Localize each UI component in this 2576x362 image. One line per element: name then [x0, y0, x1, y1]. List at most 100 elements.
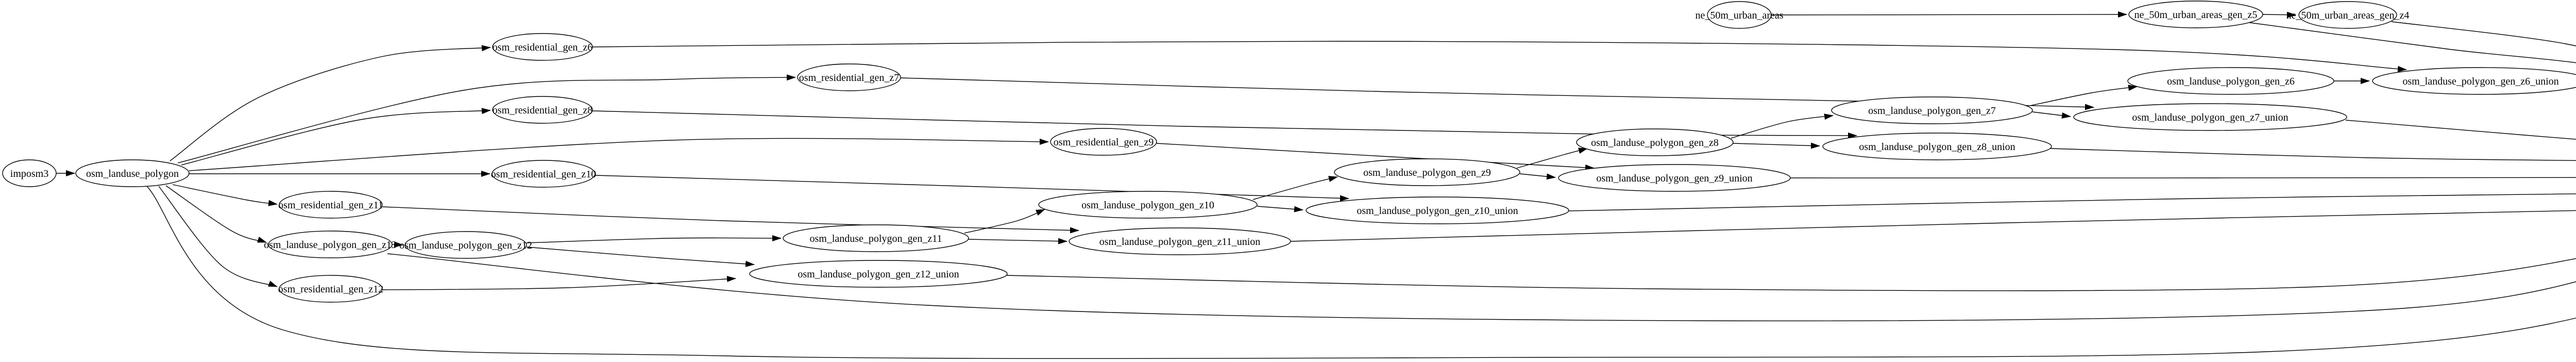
edge-osm_landuse_polygon_gen_z8_union-to-layer_landuse-z8 — [2050, 148, 2576, 161]
node-label-osm_landuse_polygon_gen_z7: osm_landuse_polygon_gen_z7 — [1868, 105, 1996, 117]
node-ellipse-ne_50m_urban_areas_gen_z5 — [2128, 1, 2263, 28]
node-label-ne_50m_urban_areas_gen_z5: ne_50m_urban_areas_gen_z5 — [2134, 9, 2258, 21]
edge-osm_landuse_polygon_gen_z11_union-to-layer_landuse-z11 — [1289, 210, 2576, 242]
node-osm_residential_gen_z9: osm_residential_gen_z9 — [1050, 128, 1157, 156]
node-label-osm_landuse_polygon_gen_z6: osm_landuse_polygon_gen_z6 — [2167, 76, 2295, 87]
edge-osm_landuse_polygon-to-layer_landuse-z14+ — [146, 186, 2576, 359]
edge-osm_landuse_polygon_gen_z10_union-to-layer_landuse-z10 — [1567, 193, 2576, 211]
node-label-ne_50m_urban_areas: ne_50m_urban_areas — [1695, 10, 1783, 21]
node-ellipse-osm_landuse_polygon_gen_z6_union — [2372, 67, 2576, 95]
edge-osm_landuse_polygon_gen_z12_union-to-layer_landuse-z12 — [1006, 258, 2576, 291]
node-osm_landuse_polygon_gen_z10_union: osm_landuse_polygon_gen_z10_union — [1306, 196, 1569, 224]
node-label-osm_residential_gen_z7: osm_residential_gen_z7 — [799, 72, 899, 84]
edge-osm_landuse_polygon-to-osm_residential_gen_z8 — [181, 108, 491, 166]
node-osm_residential_gen_z6: osm_residential_gen_z6 — [492, 33, 593, 61]
edge-osm_landuse_polygon_gen_z7-to-osm_landuse_polygon_gen_z6 — [2029, 85, 2138, 106]
nodes-layer: imposm3 osm_landuse_polygon osm_residentia… — [2, 1, 2576, 303]
node-ellipse-osm_residential_gen_z12 — [279, 275, 383, 303]
node-ellipse-osm_landuse_polygon_gen_z9 — [1334, 158, 1520, 186]
node-label-ne_50m_urban_areas_gen_z4: ne_50m_urban_areas_gen_z4 — [2286, 10, 2410, 21]
node-ne_50m_urban_areas: ne_50m_urban_areas — [1695, 1, 1784, 29]
node-label-osm_residential_gen_z11: osm_residential_gen_z11 — [278, 200, 383, 211]
node-osm_landuse_polygon_gen_z8_union: osm_landuse_polygon_gen_z8_union — [1822, 133, 2052, 160]
edge-osm_landuse_polygon_gen_z7_union-to-layer_landuse-z7 — [2345, 120, 2576, 140]
node-label-osm_landuse_polygon_gen_z9_union: osm_landuse_polygon_gen_z9_union — [1596, 173, 1752, 184]
edge-osm_landuse_polygon-to-osm_landuse_polygon_gen_z13 — [165, 185, 267, 243]
node-osm_landuse_polygon_gen_z13: osm_landuse_polygon_gen_z13 — [264, 231, 397, 258]
node-ellipse-imposm3 — [2, 159, 57, 187]
edge-ne_50m_urban_areas_gen_z5-to-layer_landuse-z5 — [2246, 22, 2576, 63]
node-osm_residential_gen_z10: osm_residential_gen_z10 — [491, 160, 596, 188]
edge-osm_residential_gen_z11-to-osm_landuse_polygon_gen_z11_union — [382, 206, 1079, 234]
node-ellipse-osm_residential_gen_z6 — [492, 33, 593, 61]
edge-osm_residential_gen_z12-to-osm_landuse_polygon_gen_z12_union — [382, 275, 736, 290]
edge-osm_landuse_polygon-to-osm_residential_gen_z11 — [172, 184, 278, 206]
node-label-osm_landuse_polygon: osm_landuse_polygon — [86, 168, 179, 179]
node-label-osm_landuse_polygon_gen_z12: osm_landuse_polygon_gen_z12 — [399, 240, 532, 251]
node-osm_residential_gen_z8: osm_residential_gen_z8 — [492, 96, 593, 124]
node-ne_50m_urban_areas_gen_z5: ne_50m_urban_areas_gen_z5 — [2128, 1, 2263, 28]
edge-osm_landuse_polygon_gen_z10-to-osm_landuse_polygon_gen_z10_union — [1257, 206, 1303, 212]
node-osm_landuse_polygon_gen_z6: osm_landuse_polygon_gen_z6 — [2127, 67, 2334, 95]
node-label-osm_landuse_polygon_gen_z10: osm_landuse_polygon_gen_z10 — [1081, 200, 1214, 211]
edge-osm_landuse_polygon_gen_z9-to-osm_landuse_polygon_gen_z8 — [1516, 147, 1588, 169]
node-osm_landuse_polygon_gen_z12_union: osm_landuse_polygon_gen_z12_union — [749, 260, 1008, 288]
node-ne_50m_urban_areas_gen_z4: ne_50m_urban_areas_gen_z4 — [2286, 1, 2410, 29]
edge-osm_landuse_polygon_gen_z11-to-osm_landuse_polygon_gen_z10 — [964, 209, 1045, 234]
node-label-osm_landuse_polygon_gen_z8_union: osm_landuse_polygon_gen_z8_union — [1859, 141, 2015, 153]
edge-osm_landuse_polygon_gen_z8-to-osm_landuse_polygon_gen_z7 — [1731, 113, 1834, 139]
node-ellipse-osm_landuse_polygon_gen_z12 — [404, 231, 527, 259]
node-osm_landuse_polygon: osm_landuse_polygon — [75, 159, 190, 187]
node-ellipse-osm_landuse_polygon_gen_z11_union — [1069, 227, 1291, 255]
node-ellipse-osm_landuse_polygon_gen_z10_union — [1306, 196, 1569, 224]
node-ellipse-osm_residential_gen_z10 — [492, 160, 596, 188]
node-label-osm_residential_gen_z12: osm_residential_gen_z12 — [278, 284, 383, 295]
edge-osm_landuse_polygon_gen_z13-to-osm_landuse_polygon_gen_z12 — [392, 241, 403, 248]
edge-osm_landuse_polygon-to-osm_residential_gen_z6 — [170, 45, 491, 161]
node-ellipse-osm_landuse_polygon_gen_z13 — [268, 231, 393, 258]
node-ellipse-osm_landuse_polygon_gen_z9_union — [1558, 164, 1791, 192]
node-osm_residential_gen_z11: osm_residential_gen_z11 — [278, 191, 383, 219]
edge-osm_landuse_polygon-to-osm_residential_gen_z7 — [177, 74, 796, 163]
node-osm_landuse_polygon_gen_z6_union: osm_landuse_polygon_gen_z6_union — [2372, 67, 2576, 95]
node-ellipse-osm_landuse_polygon_gen_z11 — [783, 224, 969, 252]
edge-ne_50m_urban_areas_gen_z5-to-ne_50m_urban_areas_gen_z4 — [2262, 11, 2296, 18]
node-ellipse-osm_landuse_polygon_gen_z8 — [1576, 128, 1734, 156]
node-label-osm_landuse_polygon_gen_z12_union: osm_landuse_polygon_gen_z12_union — [798, 269, 959, 280]
node-label-osm_residential_gen_z10: osm_residential_gen_z10 — [491, 169, 596, 180]
node-ellipse-osm_landuse_polygon_gen_z7 — [1831, 96, 2033, 124]
edge-osm_residential_gen_z9-to-osm_landuse_polygon_gen_z9_union — [1156, 143, 1595, 171]
node-osm_landuse_polygon_gen_z10: osm_landuse_polygon_gen_z10 — [1038, 191, 1258, 219]
edges-layer — [56, 11, 2576, 359]
node-label-osm_landuse_polygon_gen_z9: osm_landuse_polygon_gen_z9 — [1363, 167, 1491, 178]
edge-osm_landuse_polygon-to-osm_residential_gen_z12 — [158, 186, 278, 287]
node-ellipse-osm_residential_gen_z9 — [1050, 128, 1157, 156]
node-label-osm_residential_gen_z6: osm_residential_gen_z6 — [493, 42, 592, 53]
node-label-osm_landuse_polygon_gen_z13: osm_landuse_polygon_gen_z13 — [264, 239, 397, 251]
node-osm_residential_gen_z7: osm_residential_gen_z7 — [797, 63, 901, 91]
node-label-osm_landuse_polygon_gen_z11: osm_landuse_polygon_gen_z11 — [809, 233, 942, 244]
edge-ne_50m_urban_areas-to-ne_50m_urban_areas_gen_z5 — [1771, 11, 2127, 18]
edge-osm_landuse_polygon_gen_z12-to-osm_landuse_polygon_gen_z11 — [526, 235, 782, 243]
edge-osm_residential_gen_z6-to-osm_landuse_polygon_gen_z6_union — [592, 41, 2407, 72]
edge-osm_landuse_polygon_gen_z7-to-osm_landuse_polygon_gen_z7_union — [2032, 111, 2071, 119]
edge-osm_landuse_polygon_gen_z9-to-osm_landuse_polygon_gen_z9_union — [1519, 173, 1556, 180]
node-label-osm_landuse_polygon_gen_z11_union: osm_landuse_polygon_gen_z11_union — [1099, 236, 1261, 248]
node-imposm3: imposm3 — [2, 159, 57, 187]
node-ellipse-osm_residential_gen_z8 — [492, 96, 593, 124]
node-osm_landuse_polygon_gen_z12: osm_landuse_polygon_gen_z12 — [399, 231, 532, 259]
edge-osm_landuse_polygon_gen_z11-to-osm_landuse_polygon_gen_z11_union — [968, 238, 1067, 244]
node-osm_landuse_polygon_gen_z8: osm_landuse_polygon_gen_z8 — [1576, 128, 1734, 156]
node-ellipse-osm_landuse_polygon_gen_z10 — [1038, 191, 1258, 219]
node-osm_landuse_polygon_gen_z9: osm_landuse_polygon_gen_z9 — [1334, 158, 1520, 186]
node-osm_landuse_polygon_gen_z7_union: osm_landuse_polygon_gen_z7_union — [2073, 103, 2347, 131]
edge-osm_landuse_polygon_gen_z9_union-to-layer_landuse-z9 — [1789, 177, 2576, 178]
node-osm_residential_gen_z12: osm_residential_gen_z12 — [278, 275, 383, 303]
edge-osm_landuse_polygon_gen_z12-to-osm_landuse_polygon_gen_z12_union — [526, 246, 755, 267]
node-ellipse-osm_landuse_polygon — [75, 159, 190, 187]
node-label-osm_residential_gen_z9: osm_residential_gen_z9 — [1054, 137, 1154, 148]
node-label-osm_residential_gen_z8: osm_residential_gen_z8 — [493, 105, 592, 116]
node-ellipse-osm_landuse_polygon_gen_z12_union — [749, 260, 1008, 288]
